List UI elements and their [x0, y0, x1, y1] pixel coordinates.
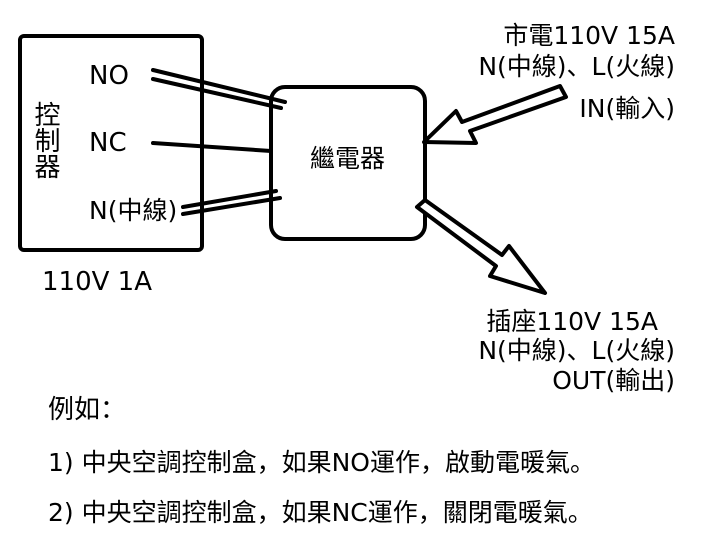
terminal-n-label: N(中線)	[89, 196, 178, 225]
wire-no	[151, 68, 287, 110]
output-arrow	[415, 198, 547, 295]
wire-nc	[151, 141, 273, 153]
relay-label: 繼電器	[310, 144, 386, 173]
wire-n	[181, 189, 282, 216]
output-direction-label: OUT(輸出)	[552, 366, 675, 395]
input-direction-label: IN(輸入)	[579, 94, 675, 123]
terminal-no-label: NO	[89, 61, 129, 91]
terminal-nc-label: NC	[89, 128, 127, 158]
output-socket-label: 插座110V 15A	[486, 307, 658, 336]
note-item: 1) 中央空調控制盒，如果NO運作，啟動電暖氣。	[48, 448, 595, 477]
controller-box	[18, 34, 204, 252]
output-wires-label: N(中線)、L(火線)	[478, 336, 675, 365]
input-arrow	[422, 84, 568, 145]
input-source-label: 市電110V 15A	[503, 21, 675, 50]
note-item: 2) 中央空調控制盒，如果NC運作，關閉電暖氣。	[48, 498, 593, 527]
controller-rating: 110V 1A	[42, 267, 153, 297]
relay-box	[269, 85, 427, 241]
input-wires-label: N(中線)、L(火線)	[478, 52, 675, 81]
controller-label: 控制器	[30, 101, 60, 179]
notes-heading: 例如：	[48, 395, 127, 425]
